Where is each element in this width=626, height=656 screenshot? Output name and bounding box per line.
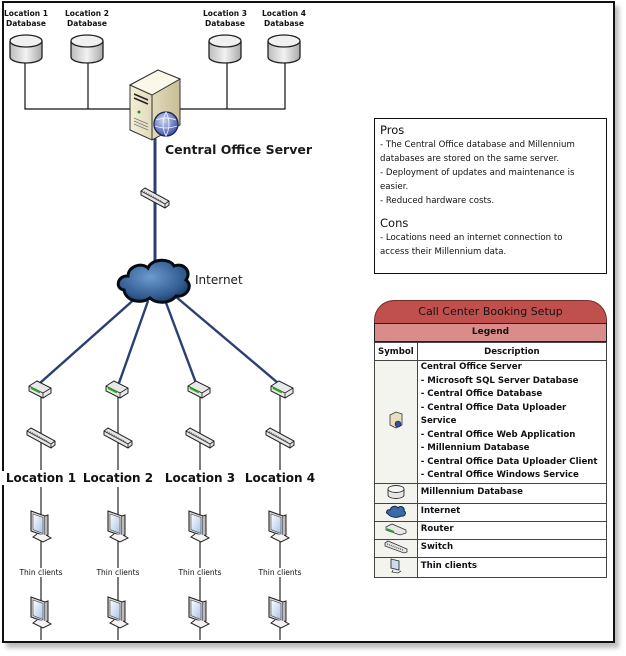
legend-col-symbol: Symbol (374, 342, 418, 361)
legend-description: Internet (416, 502, 608, 522)
router-icon (105, 380, 129, 399)
pros-cons-box: Pros - The Central Office database and M… (374, 118, 607, 274)
db-label-line1: Location 1 (4, 9, 48, 18)
link-db4 (180, 52, 286, 110)
legend-description: Switch (416, 538, 608, 558)
legend-symbol-cell (374, 502, 418, 522)
thin-client-icon (390, 557, 402, 573)
router-icon (385, 523, 407, 535)
wan-link-loc2 (117, 300, 150, 384)
thin-client-icon (268, 510, 290, 543)
thin-client-icon (188, 510, 210, 543)
server-icon (128, 69, 182, 141)
thin-client-icon (107, 510, 129, 543)
pros-item: - Reduced hardware costs. (380, 196, 495, 206)
thin-clients-label: Thin clients (11, 568, 71, 577)
router-icon (28, 380, 52, 399)
legend-subitem: - Central Office Database (420, 389, 543, 399)
location-label: Location 3 (160, 471, 240, 485)
database-icon (208, 34, 242, 64)
db-label-line2: Database (264, 19, 304, 28)
legend-description: Central Office Server - Microsoft SQL Se… (416, 360, 608, 484)
legend-row: Thin clients (374, 556, 608, 578)
legend-subitem: - Millennium Database (420, 443, 530, 453)
database-icon (70, 34, 104, 64)
cloud-icon (116, 258, 191, 304)
thin-clients-label: Thin clients (88, 568, 148, 577)
database-icon (9, 34, 43, 64)
thin-clients-label: Thin clients (170, 568, 230, 577)
legend-symbol-cell (374, 482, 418, 504)
thin-clients-label: Thin clients (250, 568, 310, 577)
db-label-location-4: Location 4 Database (259, 9, 309, 29)
db-label-location-3: Location 3 Database (200, 9, 250, 29)
router-icon (270, 380, 294, 399)
router-icon (187, 380, 211, 399)
legend-table: Symbol Description Central Office Server… (374, 342, 608, 578)
wan-links-routers (39, 295, 279, 384)
db-label-line2: Database (205, 19, 245, 28)
legend-symbol-cell (374, 360, 418, 484)
db-label-line1: Location 2 (65, 9, 109, 18)
legend-row: Millennium Database (374, 482, 608, 504)
db-label-location-1: Location 1 Database (1, 9, 51, 29)
legend-subitem: - Central Office Windows Service (420, 470, 579, 480)
legend-col-description: Description (416, 342, 608, 361)
thin-client-icon (188, 596, 210, 629)
legend-title: Call Center Booking Setup (374, 300, 607, 323)
legend-symbol-cell (374, 538, 418, 558)
cons-heading: Cons (380, 216, 409, 230)
pros-item: databases are stored on the same server. (380, 154, 560, 164)
location-label: Location 2 (78, 471, 158, 485)
legend-subitem: - Central Office Data Uploader Service (420, 402, 567, 427)
internet-label: Internet (195, 273, 243, 287)
wan-link-loc3 (163, 299, 198, 384)
database-icon (267, 34, 301, 64)
legend-description: Thin clients (416, 556, 608, 578)
legend-panel: Call Center Booking Setup Legend Symbol … (374, 300, 608, 578)
wan-link-loc1 (39, 295, 139, 384)
cons-item: access their Millennium data. (380, 247, 507, 257)
pros-item: - Deployment of updates and maintenance … (380, 168, 575, 178)
location-label: Location 4 (240, 471, 320, 485)
server-label: Central Office Server (165, 142, 313, 157)
legend-row: Internet (374, 502, 608, 522)
switch-icon (384, 540, 408, 553)
legend-header-row: Symbol Description (374, 342, 608, 361)
legend-subitem: - Central Office Web Application (420, 429, 576, 440)
legend-item-title: Central Office Server (420, 362, 522, 372)
pros-item: easier. (380, 182, 409, 192)
wan-link-loc4 (174, 295, 279, 384)
db-label-line1: Location 4 (262, 9, 306, 18)
link-db1 (24, 52, 130, 110)
legend-row: Switch (374, 538, 608, 558)
location-lan-lines (40, 395, 281, 640)
legend-description: Millennium Database (416, 482, 608, 504)
server-icon (389, 411, 403, 429)
location-label: Location 1 (1, 471, 81, 485)
legend-symbol-cell (374, 556, 418, 578)
legend-subitem: - Central Office Data Uploader Client (420, 456, 598, 467)
db-label-line2: Database (67, 19, 107, 28)
legend-symbol-cell (374, 520, 418, 540)
cloud-icon (385, 505, 406, 518)
thin-client-icon (30, 510, 52, 543)
cons-item: - Locations need an internet connection … (380, 233, 563, 243)
legend-description: Router (416, 520, 608, 540)
legend-row: Central Office Server - Microsoft SQL Se… (374, 360, 608, 484)
legend-row: Router (374, 520, 608, 540)
thin-client-icon (30, 596, 52, 629)
database-icon (387, 484, 405, 499)
legend-subtitle: Legend (374, 323, 607, 342)
pros-item: - The Central Office database and Millen… (380, 140, 575, 150)
db-label-location-2: Location 2 Database (62, 9, 112, 29)
db-label-line1: Location 3 (203, 9, 247, 18)
thin-client-icon (107, 596, 129, 629)
thin-client-icon (268, 596, 290, 629)
legend-subitem: - Microsoft SQL Server Database (420, 375, 579, 386)
db-label-line2: Database (6, 19, 46, 28)
pros-heading: Pros (380, 123, 405, 137)
